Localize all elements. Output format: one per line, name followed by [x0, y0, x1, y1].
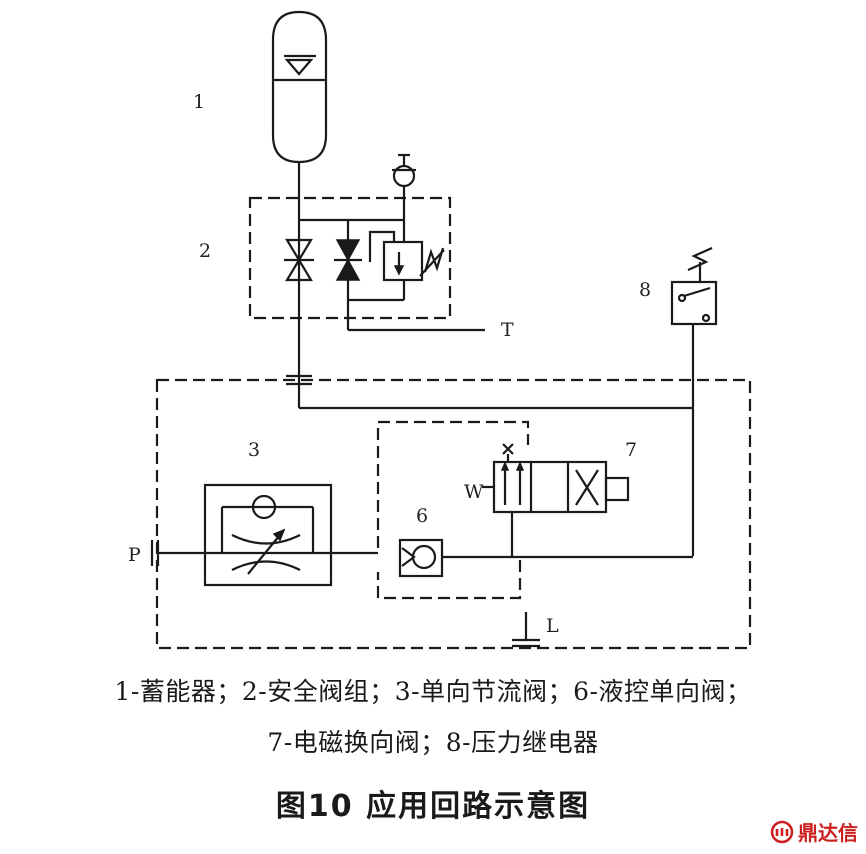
label-port-pressure: P	[128, 544, 141, 566]
safety-valve-group-box	[248, 196, 452, 320]
label-port-leak: L	[546, 615, 559, 637]
label-solenoid-directional-valve: 7	[625, 439, 637, 461]
label-accumulator: 1	[193, 91, 205, 113]
drain-valve-icon	[334, 239, 362, 281]
legend-line-2: 7-电磁换向阀；8-压力继电器	[267, 728, 599, 757]
manifold-block-box	[155, 378, 752, 650]
brand-logo-icon	[770, 820, 794, 843]
watermark: 鼎达信	[770, 817, 858, 846]
check-throttle-valve-symbol	[220, 494, 315, 575]
pilot-check-valve	[398, 538, 444, 578]
stop-valve-icon	[284, 238, 314, 282]
accumulator	[271, 10, 328, 164]
pressure-relay	[670, 246, 718, 556]
relief-valve-icon	[348, 230, 445, 302]
legend-line-1: 1-蓄能器；2-安全阀组；3-单向节流阀；6-液控单向阀；	[114, 677, 752, 706]
solenoid-directional-valve	[482, 443, 630, 557]
figure-title: 图10 应用回路示意图	[275, 789, 591, 824]
label-pressure-relay: 8	[639, 279, 651, 301]
spring-symbol: W	[464, 481, 484, 503]
label-pilot-check-valve: 6	[416, 505, 428, 527]
pilot-drain-line	[376, 560, 522, 600]
label-check-throttle-valve: 3	[248, 439, 260, 461]
pilot-control-line	[376, 420, 530, 548]
hydraulic-circuit-diagram: 1 2 T	[128, 10, 752, 650]
label-port-tank: T	[501, 319, 514, 341]
check-throttle-valve-body	[203, 483, 333, 587]
label-safety-valve-group: 2	[199, 240, 211, 262]
pressure-gauge-check-icon	[392, 153, 416, 188]
watermark-text: 鼎达信	[798, 821, 858, 845]
